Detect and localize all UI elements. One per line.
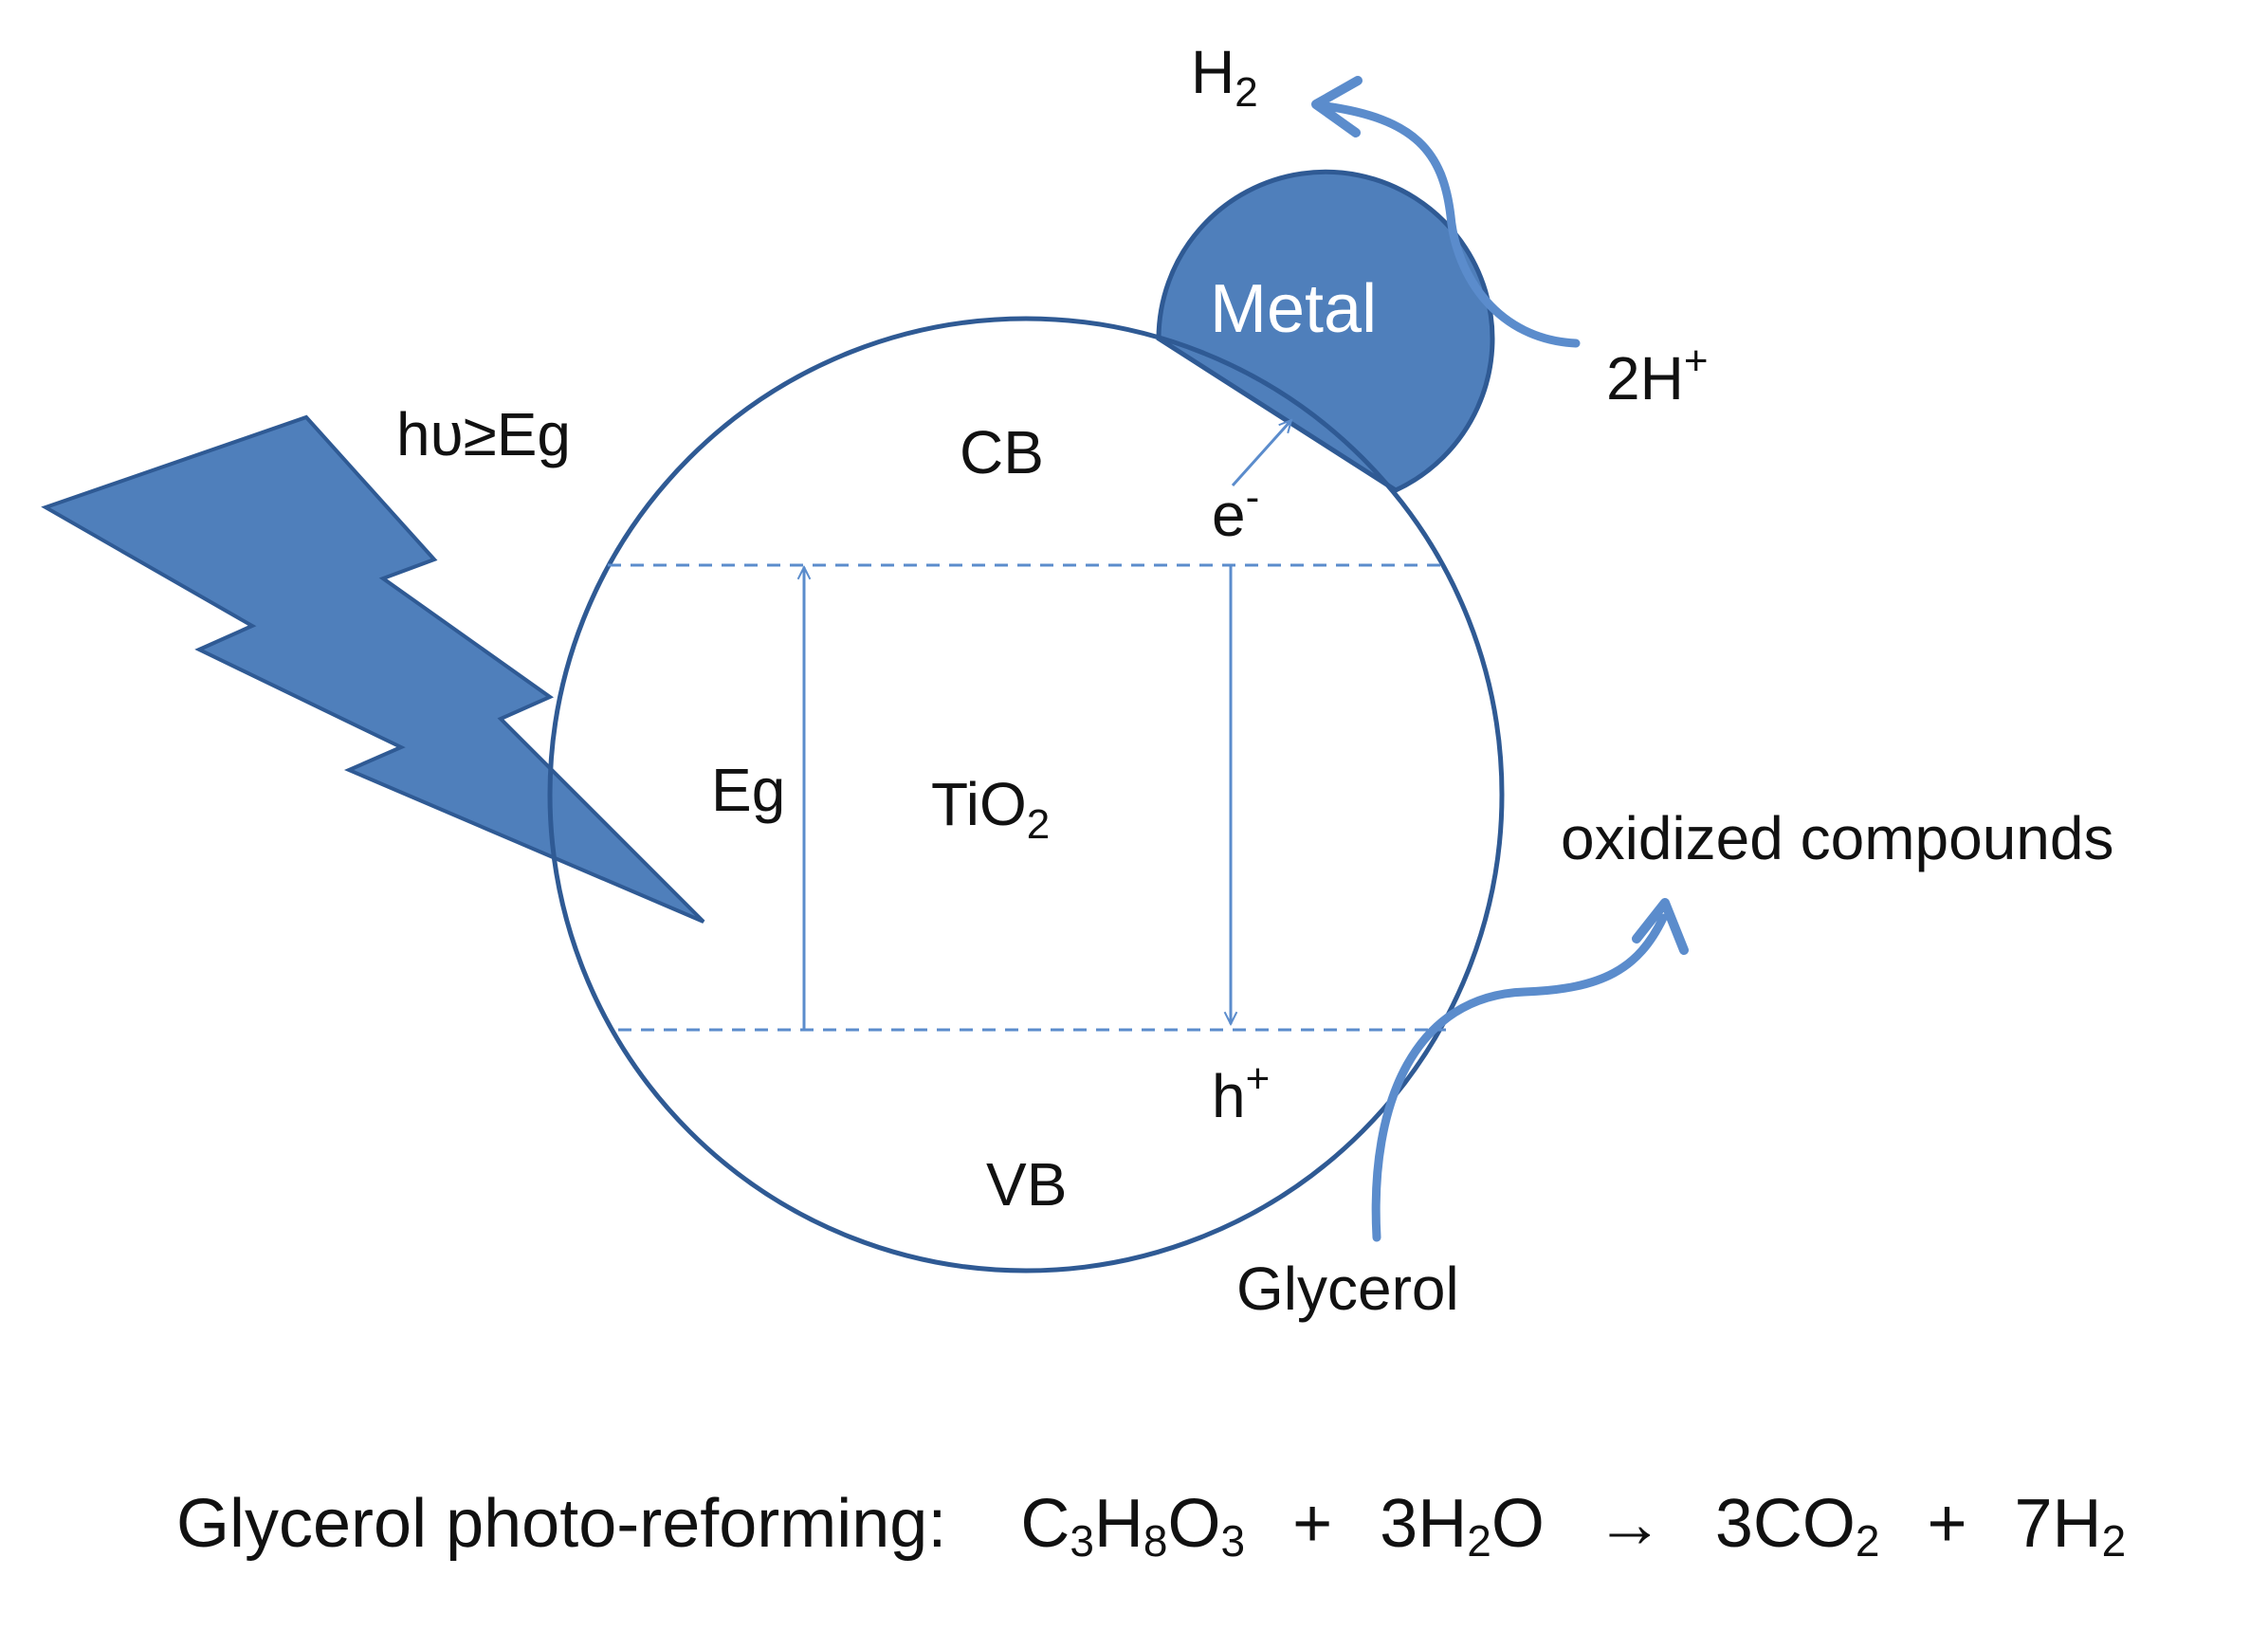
equation-label: Glycerol photo-reforming:	[176, 1486, 947, 1562]
h2-subscript: 2	[1235, 69, 1257, 116]
proton-superscript: +	[1684, 338, 1709, 384]
hydrogen-arrowhead-icon	[1311, 76, 1363, 137]
h2-product-label: H2	[1191, 38, 1258, 116]
electron-main: e	[1212, 481, 1246, 549]
tio2-main: TiO	[931, 770, 1027, 838]
proton-main: 2H	[1606, 344, 1684, 412]
tio2-subscript: 2	[1027, 801, 1050, 848]
hydrogen-formula: 7H2	[2014, 1486, 2127, 1566]
tio2-particle	[547, 316, 1505, 1274]
lightning-bolt-icon	[41, 414, 705, 924]
glycerol-oxidation-arrow	[1371, 913, 1668, 1242]
hydrogen-evolution-arrow	[1321, 101, 1581, 348]
glycerol-formula: C3H8O3	[1020, 1486, 1246, 1566]
water-formula: 3H2O	[1380, 1486, 1545, 1566]
electron-label: e-	[1212, 474, 1259, 549]
oxidation-arrowhead-icon	[1632, 898, 1689, 955]
valence-band-label: VB	[986, 1150, 1067, 1219]
reaction-equation: Glycerol photo-reforming: C3H8O3 +3H2O → 3CO…	[176, 1486, 2127, 1566]
conduction-band-label: CB	[960, 418, 1044, 486]
tio2-label: TiO2	[931, 770, 1050, 848]
plus-sign: +	[1292, 1486, 1333, 1562]
electron-transfer-arrow	[1231, 420, 1291, 487]
hole-superscript: +	[1246, 1055, 1271, 1102]
hole-label: h+	[1212, 1055, 1270, 1130]
plus-sign-2: +	[1927, 1486, 1967, 1562]
metal-particle	[1156, 169, 1495, 493]
photon-energy-label: hυ≥Eg	[396, 400, 571, 468]
metal-label: Metal	[1210, 271, 1377, 347]
co2-formula: 3CO2	[1714, 1486, 1880, 1566]
h2-main: H	[1191, 38, 1235, 106]
glycerol-label: Glycerol	[1236, 1255, 1459, 1323]
oxidized-compounds-label: oxidized compounds	[1561, 804, 2113, 872]
hole-main: h	[1212, 1062, 1246, 1130]
reaction-arrow-icon: →	[1595, 1486, 1664, 1562]
band-gap-label: Eg	[711, 756, 785, 824]
electron-superscript: -	[1246, 474, 1260, 521]
proton-label: 2H+	[1606, 338, 1709, 412]
